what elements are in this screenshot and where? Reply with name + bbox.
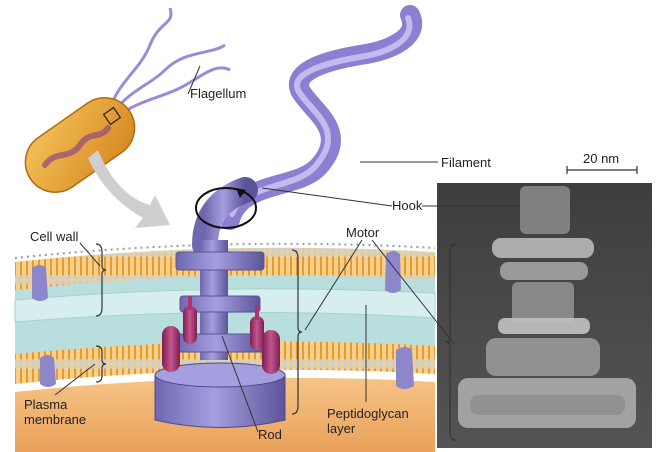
membrane-protein bbox=[385, 251, 401, 293]
micrograph-cring bbox=[486, 338, 600, 376]
label-flagellum: Flagellum bbox=[190, 86, 247, 101]
rotation-arrow-head bbox=[236, 188, 246, 198]
stator bbox=[250, 316, 264, 350]
filament-highlight bbox=[229, 15, 413, 217]
micrograph-rod bbox=[512, 282, 574, 322]
micrograph-hook bbox=[520, 186, 570, 234]
scale-bar-line bbox=[566, 166, 638, 174]
bracket-cell-wall bbox=[95, 243, 107, 317]
label-motor: Motor bbox=[346, 225, 380, 240]
surface-fringe bbox=[14, 242, 436, 259]
label-peptidoglycan-layer: Peptidoglycan layer bbox=[327, 406, 409, 436]
label-rod: Rod bbox=[258, 427, 282, 442]
leader-rod bbox=[221, 335, 259, 433]
label-plasma-membrane: Plasma membrane bbox=[24, 397, 87, 427]
micrograph-ring bbox=[492, 238, 594, 258]
motor-assembly bbox=[154, 240, 286, 428]
leader-lines bbox=[54, 65, 520, 433]
membrane-protein bbox=[32, 265, 48, 301]
leader-motor-1 bbox=[304, 239, 363, 331]
stator-stalk bbox=[188, 296, 192, 310]
bracket-motor-diagram bbox=[291, 249, 303, 415]
stator bbox=[183, 306, 197, 344]
flagella-strands bbox=[108, 7, 173, 109]
flagella-strands bbox=[112, 43, 226, 113]
label-hook: Hook bbox=[392, 198, 423, 213]
micrograph-ring bbox=[500, 262, 588, 280]
scale-bar bbox=[566, 166, 638, 174]
leader-cellwall bbox=[79, 242, 101, 267]
rotation-arrow bbox=[195, 187, 257, 229]
bacterium-inset bbox=[24, 7, 231, 228]
stator bbox=[162, 326, 180, 372]
micrograph-base-shadow bbox=[470, 395, 625, 415]
flagellum-structure bbox=[192, 5, 422, 258]
flagella-strands bbox=[117, 66, 231, 118]
brackets bbox=[95, 243, 457, 441]
zoom-arrow bbox=[88, 150, 170, 228]
ring-outer bbox=[175, 251, 265, 271]
leader-flagellum bbox=[187, 65, 201, 95]
bracket-plasma-membrane bbox=[95, 345, 107, 383]
electron-micrograph bbox=[437, 183, 652, 448]
ring-peptidoglycan bbox=[179, 295, 261, 313]
scale-bar-label: 20 nm bbox=[583, 151, 620, 166]
stator bbox=[262, 330, 280, 374]
leader-motor-2 bbox=[371, 239, 456, 346]
leader-hook bbox=[261, 187, 393, 207]
label-cell-wall: Cell wall bbox=[30, 229, 79, 244]
nucleoid bbox=[42, 125, 111, 168]
zoom-box bbox=[102, 106, 122, 126]
c-ring-top bbox=[154, 362, 286, 388]
micrograph-ring bbox=[498, 318, 590, 334]
membrane-protein bbox=[396, 347, 414, 389]
leader-plasma bbox=[54, 363, 96, 396]
membrane-protein bbox=[40, 355, 56, 387]
stator-stalk bbox=[255, 306, 259, 320]
bracket-motor-micrograph bbox=[445, 243, 457, 441]
label-filament: Filament bbox=[441, 155, 491, 170]
